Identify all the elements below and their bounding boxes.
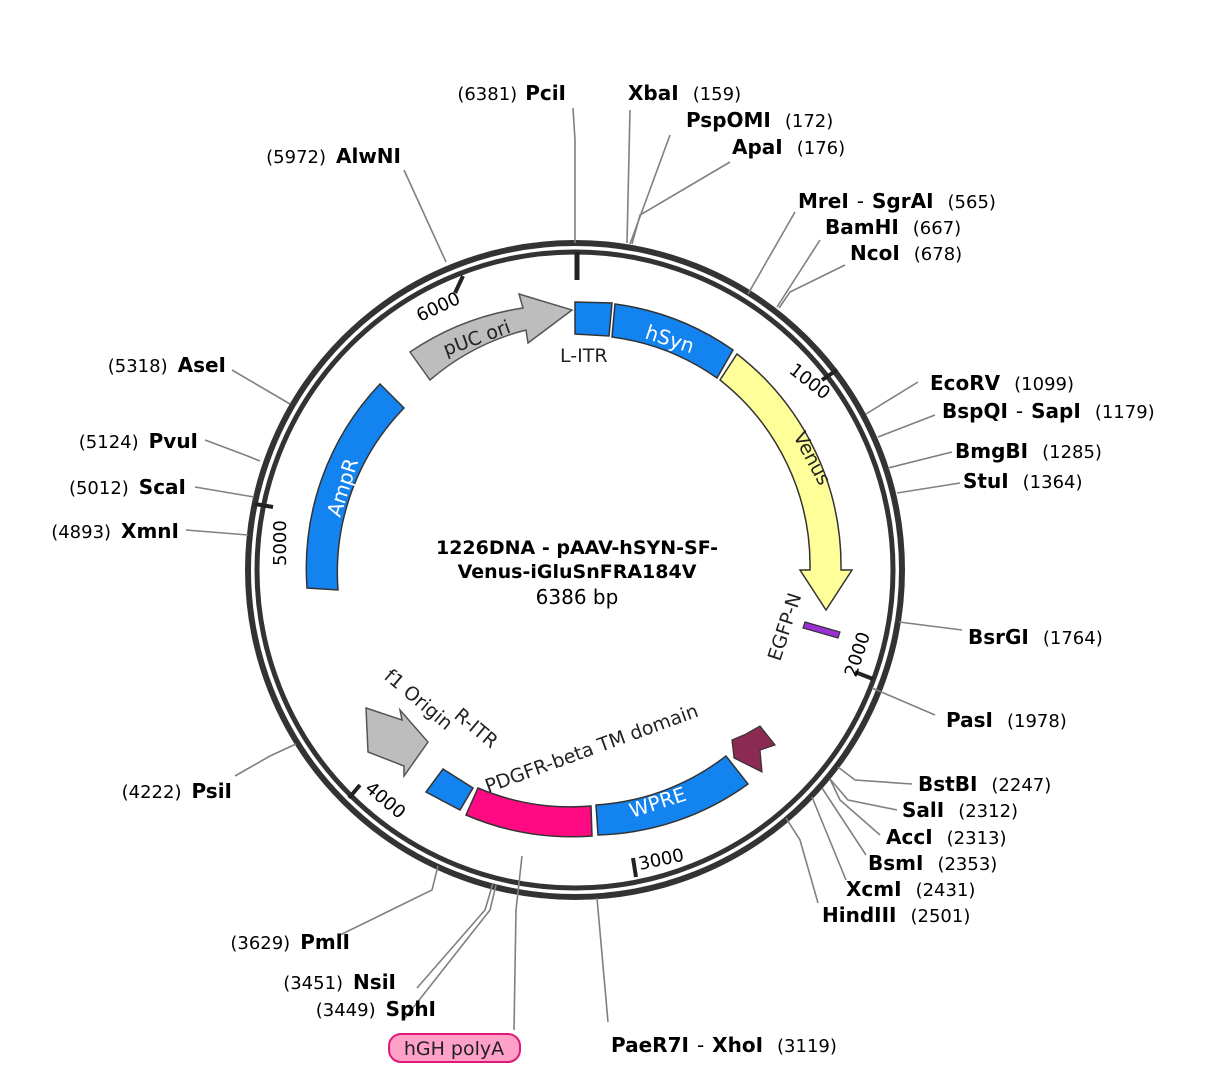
site-pcii[interactable]: (6381)PciI: [457, 81, 566, 105]
tick-mark-2000: [854, 670, 874, 681]
tick-mark-6000: [453, 275, 465, 294]
feature-hsyn[interactable]: [611, 303, 734, 380]
site-apai[interactable]: ApaI(176): [732, 135, 845, 159]
site-acci[interactable]: AccI(2313): [886, 825, 1007, 849]
site-xcmi[interactable]: XcmI(2431): [846, 877, 975, 901]
site-pasi[interactable]: PasI(1978): [946, 708, 1067, 732]
feature-ampr[interactable]: [305, 382, 406, 591]
site-pvui[interactable]: (5124)PvuI: [79, 429, 198, 453]
site-bspqi-sapi[interactable]: BspQI-SapI(1179): [942, 399, 1155, 423]
site-bsrgi[interactable]: BsrGI(1764): [968, 625, 1103, 649]
site-mrei-sgrai[interactable]: MreI-SgrAI(565): [798, 189, 996, 213]
feature-litr[interactable]: [574, 301, 613, 337]
litr-label: L-ITR: [560, 345, 608, 367]
tick-label-5000: 5000: [270, 520, 291, 566]
feature-venus[interactable]: [718, 352, 854, 612]
site-sali[interactable]: SalI(2312): [902, 798, 1018, 822]
tick-label-4000: 4000: [361, 778, 410, 824]
plasmid-length: 6386 bp: [536, 585, 619, 609]
tick-mark-1000: [820, 368, 839, 382]
tick-mark-4000: [347, 783, 362, 800]
site-pspomi[interactable]: PspOMI(172): [686, 108, 833, 132]
tick-mark-5000: [254, 502, 274, 509]
site-pmli[interactable]: (3629)PmlI: [230, 930, 350, 954]
site-hindiii[interactable]: HindIII(2501): [822, 903, 970, 927]
site-xbai[interactable]: XbaI(159): [628, 81, 741, 105]
site-bmgbi[interactable]: BmgBI(1285): [955, 439, 1102, 463]
site-psii[interactable]: (4222)PsiI: [122, 779, 232, 803]
site-ncoi[interactable]: NcoI(678): [850, 241, 962, 265]
feature-puc-ori[interactable]: [408, 292, 574, 382]
site-sphi[interactable]: (3449)SphI: [316, 997, 436, 1021]
feature-wpre[interactable]: [595, 754, 750, 836]
plasmid-name-line2: Venus-iGluSnFRA184V: [458, 561, 697, 583]
tick-mark-3000: [631, 857, 638, 878]
feature-pdgfr-beta-tm[interactable]: [731, 725, 777, 774]
site-paer7i-xhoi[interactable]: PaeR7I-XhoI(3119): [611, 1033, 837, 1057]
feature-ritr[interactable]: [424, 767, 475, 811]
site-bamhi[interactable]: BamHI(667): [825, 215, 961, 239]
site-xmni[interactable]: (4893)XmnI: [51, 519, 179, 543]
site-nsii[interactable]: (3451)NsiI: [283, 970, 396, 994]
feature-f1-origin[interactable]: [365, 706, 429, 779]
site-asei[interactable]: (5318)AseI: [108, 353, 226, 377]
site-bstbi[interactable]: BstBI(2247): [918, 772, 1051, 796]
tick-label-2000: 2000: [841, 629, 875, 679]
plasmid-name-line1: 1226DNA - pAAV-hSYN-SF-: [436, 537, 718, 559]
ritr-label: R-ITR: [450, 704, 502, 753]
site-alwni[interactable]: (5972)AlwNI: [266, 144, 401, 168]
egfp-n-label: EGFP-N: [764, 590, 806, 663]
pdgfr-label: PDGFR-beta TM domain: [482, 700, 701, 798]
site-ecorv[interactable]: EcoRV(1099): [930, 371, 1074, 395]
hgh-polya-label: hGH polyA: [404, 1038, 504, 1060]
site-scai[interactable]: (5012)ScaI: [69, 475, 186, 499]
hgh-polya-label-box: [388, 1033, 521, 1063]
site-leaders: [185, 107, 963, 1031]
feature-egfp-n[interactable]: [802, 621, 841, 639]
tick-label-1000: 1000: [785, 359, 834, 404]
site-stui[interactable]: StuI(1364): [963, 469, 1083, 493]
site-bsmi[interactable]: BsmI(2353): [868, 851, 997, 875]
feature-hgh-polya[interactable]: [465, 787, 593, 838]
